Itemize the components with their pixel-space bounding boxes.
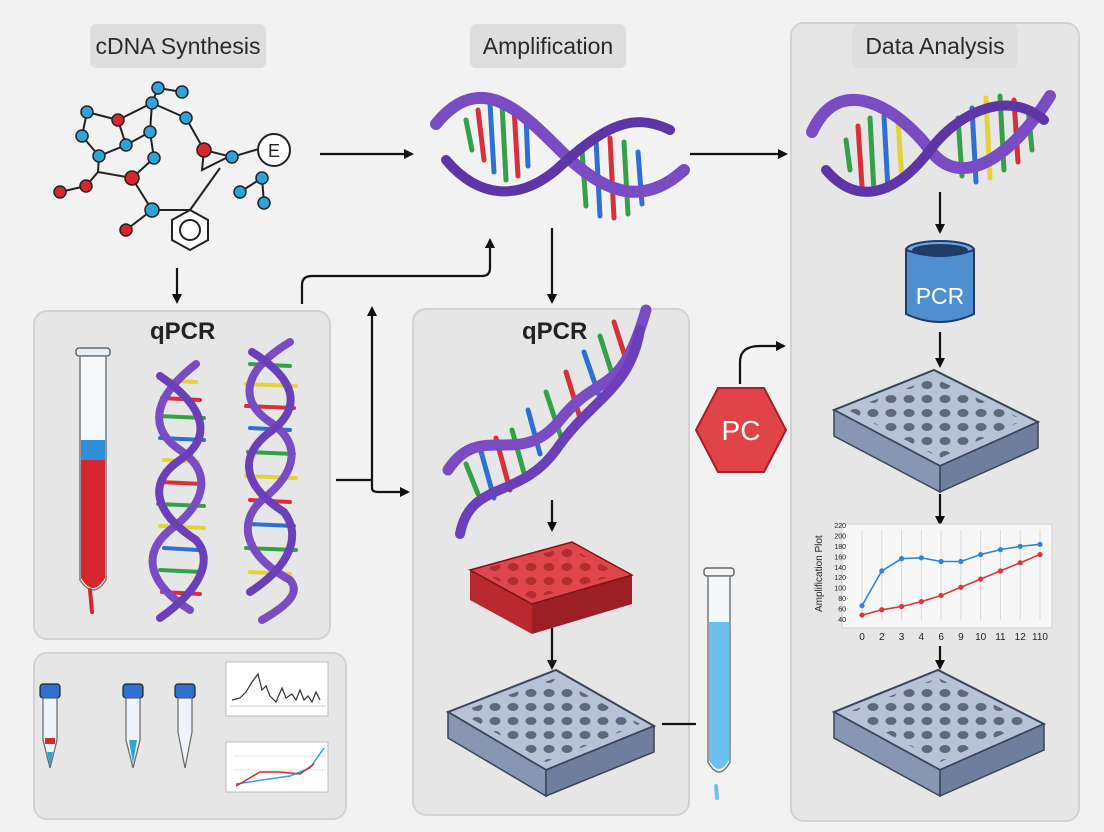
plot-y-tick-label: 180	[834, 544, 846, 551]
pc-hexagon-badge: PC	[694, 387, 788, 473]
amplification-plot: 220 200 180 160 140 120 100 80 60 40 0 2 3 4 6 9 10 11 12…	[814, 523, 1053, 643]
plot-data-point	[997, 568, 1004, 574]
data-analysis-title: Data Analysis	[852, 24, 1018, 68]
plot-data-point	[978, 576, 984, 582]
plot-x-tick-label: 12	[1015, 632, 1027, 643]
plot-data-point	[978, 551, 984, 558]
dna-helix-vertical-2	[243, 338, 298, 624]
plot-x-tick-label: 2	[879, 632, 885, 643]
small-tube-3	[174, 683, 196, 769]
plot-x-tick-label: 9	[958, 632, 964, 643]
plot-x-tick-label: 6	[938, 632, 944, 643]
plot-x-tick-label: 11	[995, 632, 1006, 643]
plot-y-tick-label: 100	[834, 586, 846, 593]
plot-y-axis-label: Amplification Plot	[814, 535, 825, 612]
plot-data-point	[898, 556, 905, 562]
plot-data-point	[1017, 560, 1023, 566]
pc-hexagon-text: PC	[722, 415, 761, 446]
dna-helix-analysis	[806, 90, 1056, 197]
blue-well-plate-right-2	[831, 668, 1047, 798]
plot-data-point	[859, 612, 865, 618]
plot-x-tick-label: 3	[899, 632, 905, 643]
cdna-synthesis-title: cDNA Synthesis	[90, 24, 266, 68]
small-tube-1	[39, 683, 61, 769]
plot-data-point	[938, 592, 944, 599]
amplification-title: Amplification	[470, 24, 626, 68]
mini-chart-noise	[225, 661, 329, 717]
qpcr-center-label: qPCR	[522, 318, 588, 345]
plot-y-tick-label: 120	[834, 575, 846, 582]
plot-y-tick-label: 220	[834, 523, 846, 530]
molecule-atoms	[53, 81, 271, 237]
flow-arrows	[172, 149, 945, 726]
qpcr-left-label: qPCR	[150, 318, 216, 345]
dna-helix-amplification	[430, 91, 690, 221]
plot-data-point	[997, 547, 1004, 553]
plot-series-line	[861, 543, 1041, 607]
atom-symbol-icon: E	[257, 133, 291, 167]
small-tube-2	[122, 683, 144, 769]
plot-x-tick-label: 110	[1032, 632, 1048, 643]
mini-chart-curves	[225, 741, 329, 793]
plot-y-tick-label: 160	[834, 554, 846, 561]
atom-symbol-text: E	[268, 141, 280, 161]
plot-data-point	[938, 558, 944, 565]
plot-data-point	[958, 584, 964, 590]
plot-data-point	[918, 598, 924, 605]
red-well-plate	[468, 541, 634, 634]
blue-well-plate-center	[445, 668, 657, 798]
plot-y-tick-label: 40	[838, 617, 846, 624]
plot-x-tick-label: 0	[859, 632, 865, 643]
dna-helix-center	[442, 304, 652, 539]
plot-y-ticks: 220 200 180 160 140 120 100 80 60 40	[834, 523, 846, 624]
benzene-ring-icon	[171, 208, 209, 252]
blue-well-plate-right-1	[831, 368, 1041, 494]
plot-y-tick-label: 60	[838, 607, 846, 614]
plot-data-point	[898, 603, 905, 610]
pcr-cup-icon: PCR	[905, 240, 975, 323]
plot-data-point	[879, 568, 885, 574]
plot-data-point	[859, 603, 865, 609]
plot-series-line	[861, 553, 1041, 616]
test-tube-red	[75, 347, 111, 614]
plot-y-tick-label: 140	[834, 565, 846, 572]
plot-y-tick-label: 80	[838, 596, 846, 603]
dna-helix-vertical-1	[148, 360, 208, 622]
plot-x-ticks: 0 2 3 4 6 9 10 11 12 110	[859, 632, 1048, 643]
plot-x-tick-label: 4	[919, 632, 925, 643]
plot-data-point	[918, 555, 924, 561]
plot-data-point	[1037, 551, 1043, 558]
pcr-cup-text: PCR	[916, 283, 965, 309]
plot-series	[859, 541, 1043, 618]
plot-data-point	[879, 607, 885, 613]
plot-data-point	[1037, 541, 1043, 547]
plot-data-point	[958, 558, 964, 565]
plot-x-tick-label: 10	[975, 632, 987, 643]
plot-y-tick-label: 200	[834, 533, 846, 540]
test-tube-blue	[703, 567, 735, 800]
plot-data-point	[1017, 543, 1023, 549]
